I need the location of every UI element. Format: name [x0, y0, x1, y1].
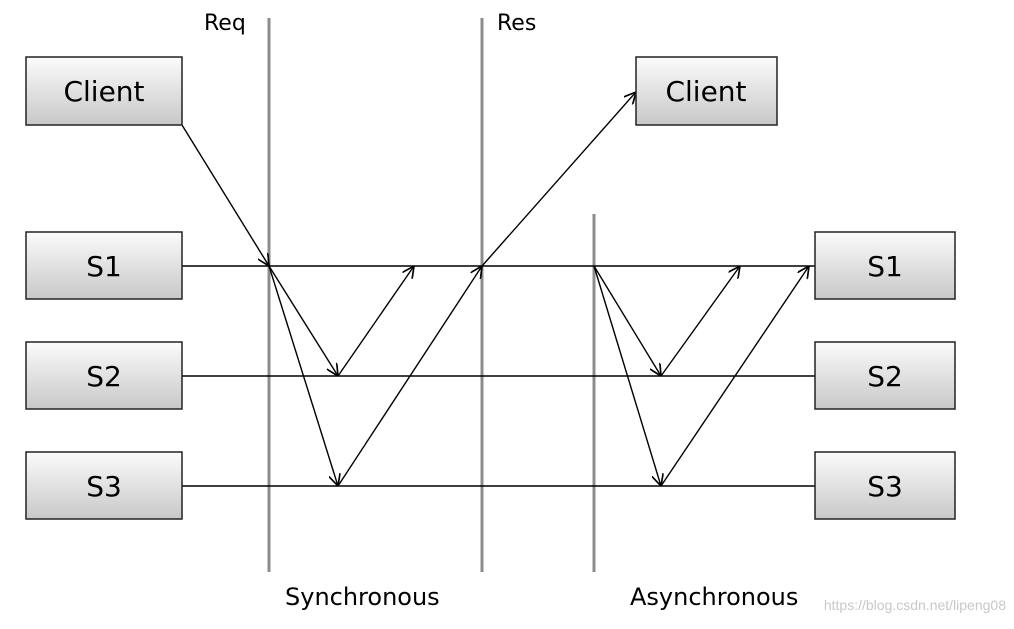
s1-left-box: S1 — [25, 231, 183, 300]
s2-right-label: S2 — [867, 360, 903, 393]
s3-right-box: S3 — [814, 451, 956, 520]
client-left-box: Client — [25, 56, 183, 126]
s2-left-box: S2 — [25, 341, 183, 410]
s3-left-box: S3 — [25, 451, 183, 520]
s3-right-label: S3 — [867, 470, 903, 503]
s2-right-box: S2 — [814, 341, 956, 410]
arrow-sync-s1-to-s2 — [268, 265, 338, 376]
s3-left-label: S3 — [86, 470, 122, 503]
asynchronous-label: Asynchronous — [630, 583, 798, 611]
arrow-sync-s3-to-s1 — [337, 266, 482, 487]
s1-left-label: S1 — [86, 250, 122, 283]
res-label: Res — [497, 11, 536, 36]
arrow-async-s2-to-s1 — [660, 266, 740, 377]
arrow-async-s3-to-s1 — [660, 266, 809, 487]
arrow-sync-s2-to-s1 — [337, 266, 414, 377]
s1-right-label: S1 — [867, 250, 903, 283]
arrow-async-s1-to-s3 — [593, 265, 661, 486]
watermark-text: https://blog.csdn.net/lipeng08 — [824, 597, 1006, 613]
client-right-label: Client — [665, 75, 746, 108]
arrow-async-s1-to-s2 — [593, 265, 661, 376]
s1-right-box: S1 — [814, 231, 956, 300]
arrow-client-to-s1 — [181, 124, 269, 266]
client-left-label: Client — [63, 75, 144, 108]
arrow-sync-s1-to-s3 — [268, 265, 338, 486]
s2-left-label: S2 — [86, 360, 122, 393]
synchronous-label: Synchronous — [285, 583, 440, 611]
req-label: Req — [204, 11, 246, 36]
client-right-box: Client — [635, 56, 778, 126]
arrow-s1-to-client — [481, 92, 636, 267]
